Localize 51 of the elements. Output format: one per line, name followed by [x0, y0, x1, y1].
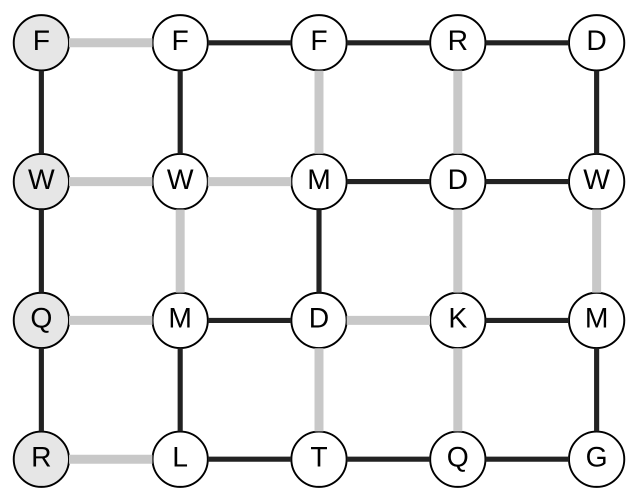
connector	[346, 40, 430, 46]
node-circle: W	[152, 153, 209, 210]
connector	[38, 348, 44, 432]
node-circle: L	[152, 430, 209, 488]
connector	[346, 456, 430, 462]
node-circle: R	[429, 14, 486, 72]
connector	[485, 179, 569, 184]
connector	[592, 209, 602, 293]
connector	[38, 70, 44, 154]
node-circle: F	[290, 14, 348, 72]
node-circle: T	[290, 430, 348, 488]
connector	[485, 456, 569, 462]
connector	[453, 209, 462, 293]
connector	[314, 348, 324, 432]
node-circle: Q	[12, 292, 70, 349]
connector	[69, 38, 152, 48]
node-circle: Q	[429, 430, 486, 488]
node-circle: F	[12, 14, 70, 72]
node-circle: R	[12, 430, 70, 488]
connector	[594, 348, 600, 432]
node-circle: M	[568, 292, 626, 349]
connector	[594, 70, 600, 154]
node-circle: M	[290, 153, 348, 210]
node-circle: W	[12, 153, 70, 210]
connector	[208, 177, 292, 186]
node-circle: D	[429, 153, 486, 210]
connector	[346, 316, 430, 325]
node-circle: K	[429, 292, 486, 349]
connector	[69, 316, 152, 325]
node-circle: G	[568, 430, 626, 488]
connector	[176, 209, 185, 293]
connector	[453, 70, 462, 154]
connector	[178, 70, 183, 154]
connector	[346, 179, 430, 184]
connector	[453, 348, 462, 432]
connector	[314, 70, 324, 154]
node-circle: D	[290, 292, 348, 349]
connector	[38, 209, 44, 293]
connector	[485, 318, 569, 323]
node-circle: F	[152, 14, 209, 72]
connector	[178, 348, 183, 432]
connector	[208, 40, 292, 46]
node-circle: W	[568, 153, 626, 210]
node-circle: M	[152, 292, 209, 349]
node-circle: D	[568, 14, 626, 72]
connector	[208, 318, 292, 323]
connector	[316, 209, 322, 293]
connector	[485, 40, 569, 46]
connector	[208, 456, 292, 462]
connector	[69, 177, 152, 186]
connector	[69, 454, 152, 464]
